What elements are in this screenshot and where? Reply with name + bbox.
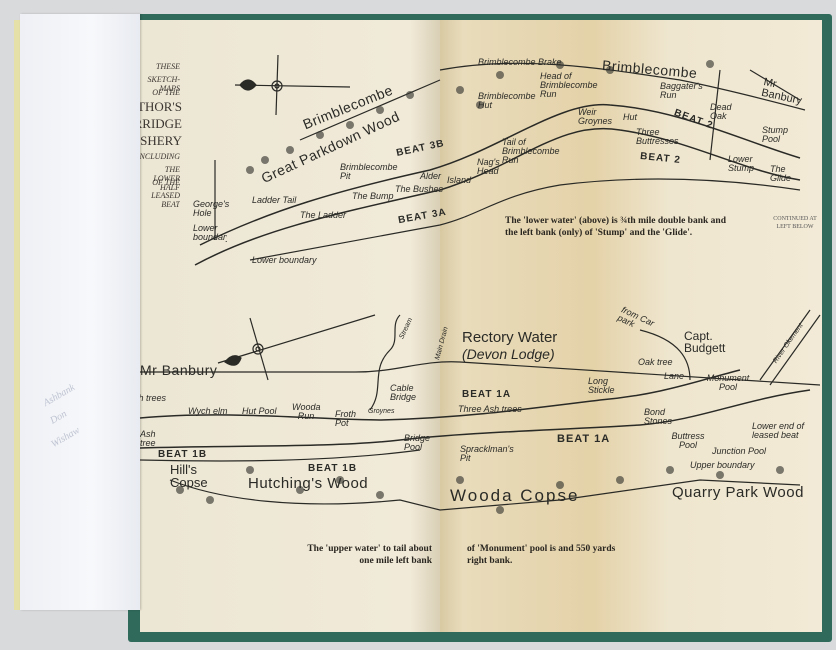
map-label: Brimblecombe Pit bbox=[340, 162, 398, 181]
map-label: Baggater's Run bbox=[660, 81, 703, 100]
upper-caption: The 'lower water' (above) is ¾th mile do… bbox=[505, 216, 726, 238]
map-label: Nag's Head bbox=[477, 157, 500, 176]
map-label: Wooda Copse bbox=[450, 486, 580, 505]
map-label: Upper boundary bbox=[690, 460, 755, 470]
compass-icon bbox=[217, 314, 376, 381]
map-label: The Ladder bbox=[300, 210, 347, 220]
map-label: Groynes bbox=[368, 408, 395, 415]
beat-label: BEAT 1B bbox=[158, 449, 208, 460]
map-label: The Bushes bbox=[395, 184, 444, 194]
map-label: Weir Groynes bbox=[578, 107, 613, 126]
map-label: Ash tree bbox=[140, 430, 156, 448]
side-line: THESE bbox=[156, 62, 180, 71]
map-label: Ladder Tail bbox=[252, 195, 297, 205]
map-label: Mr Banbury bbox=[140, 362, 218, 378]
lower-caption-right: of 'Monument' pool is and 550 yards righ… bbox=[467, 544, 616, 566]
lower-caption-left: The 'upper water' to tail about one mile… bbox=[307, 544, 432, 566]
map-label: Oak tree bbox=[638, 357, 673, 367]
map-label: Lower end of leased beat bbox=[752, 421, 805, 440]
side-line: SKETCH-MAPS bbox=[147, 75, 180, 93]
side-line: OF THE bbox=[152, 88, 180, 97]
side-line: FISHERY bbox=[140, 133, 182, 148]
map-label: Hut Pool bbox=[242, 406, 277, 416]
side-line: INCLUDING bbox=[140, 152, 180, 161]
map-label: Lower boundary bbox=[193, 224, 227, 242]
map-label: Hill's Copse bbox=[170, 462, 208, 490]
map-label: Dead Oak bbox=[710, 102, 732, 121]
map-label: Tail of Brimblecombe Run bbox=[502, 137, 560, 165]
map-label: Bond Stones bbox=[644, 407, 673, 426]
map-label: Lane bbox=[664, 371, 685, 381]
map-label: Alder bbox=[420, 171, 442, 181]
plastic-dust-jacket: Ashbank Don Wishaw bbox=[20, 14, 140, 610]
map-label: Quarry Park Wood bbox=[672, 484, 804, 501]
map-label: Cable Bridge bbox=[390, 383, 417, 402]
map-label: Buttress Pool bbox=[671, 431, 705, 450]
side-line: OF THE bbox=[152, 178, 180, 187]
side-line: LEASED BEAT bbox=[151, 191, 180, 209]
map-label: Lower boundary bbox=[252, 255, 317, 265]
map-label: Junction Pool bbox=[712, 446, 767, 456]
compass-icon bbox=[234, 54, 351, 116]
jacket-edge bbox=[14, 20, 24, 610]
beat-label: BEAT 1A bbox=[557, 433, 611, 445]
map-label: Island bbox=[447, 175, 472, 185]
map-label: Long Stickle bbox=[588, 376, 615, 395]
map-label: Froth Pot bbox=[335, 409, 357, 428]
map-label: Wych elm bbox=[188, 406, 228, 416]
map-label: Hutching's Wood bbox=[248, 475, 369, 492]
map-label: Brimblecombe Hut bbox=[478, 91, 536, 110]
right-page bbox=[440, 20, 822, 632]
side-line: AUTHOR'S bbox=[140, 99, 182, 114]
side-line: THE LOWER HALF bbox=[153, 165, 180, 192]
map-label: Bridge Pool bbox=[404, 433, 431, 452]
beat-label: BEAT 1B bbox=[308, 463, 358, 474]
map-label: Stump Pool bbox=[762, 125, 789, 144]
map-label: Capt. Budgett bbox=[684, 329, 726, 355]
map-label: Three Ash trees bbox=[458, 404, 522, 414]
map-subtitle: (Devon Lodge) bbox=[462, 346, 555, 362]
map-label: George's Hole bbox=[193, 199, 230, 218]
map-label: Spracklman's Pit bbox=[460, 444, 514, 463]
map-label: Monument Pool bbox=[706, 373, 750, 392]
left-page bbox=[140, 20, 440, 632]
map-label: The Glide bbox=[770, 164, 792, 183]
map-label: Ash trees bbox=[140, 394, 166, 403]
beat-label: BEAT 1A bbox=[462, 389, 512, 400]
map-label: Wooda Run bbox=[292, 402, 321, 421]
map-label: Brimblecombe Brake bbox=[478, 57, 562, 67]
map-label: Head of Brimblecombe Run bbox=[540, 71, 598, 99]
map-label: Lower Stump bbox=[728, 154, 755, 173]
map-label: The Bump bbox=[352, 191, 394, 201]
map-label: Three Buttresses bbox=[636, 127, 679, 146]
continued-note: CONTINUED AT LEFT BELOW bbox=[773, 216, 817, 230]
map-title: Rectory Water bbox=[462, 329, 558, 346]
map-label: Hut bbox=[623, 112, 638, 122]
side-line: TORRIDGE bbox=[140, 116, 182, 131]
